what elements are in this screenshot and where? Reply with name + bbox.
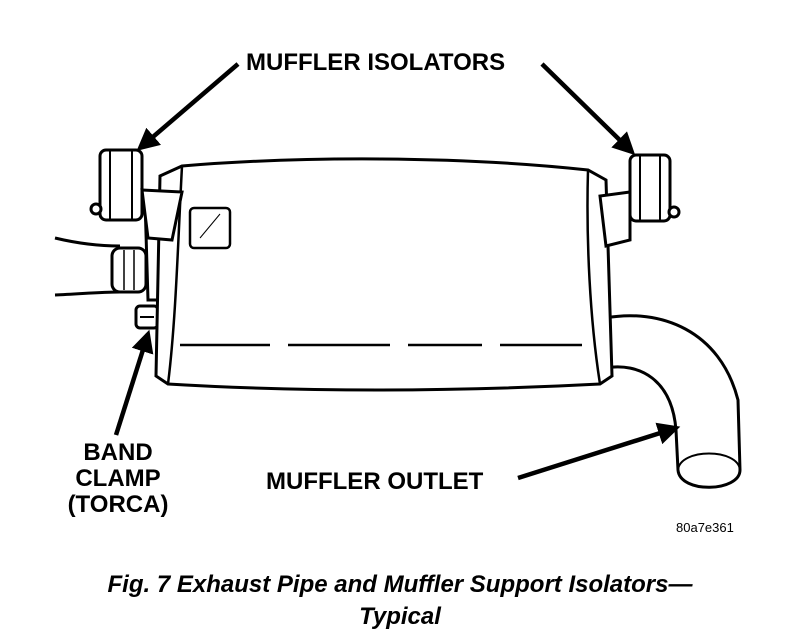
arrow-to-band-clamp [113,329,154,436]
band-clamp-label-line2: CLAMP [75,465,161,492]
caption-line2: Typical [359,603,441,630]
arrow-to-muffler-outlet [517,422,681,481]
band-clamp-label-line3: (TORCA) [67,491,169,518]
muffler-body [154,157,614,392]
figure-caption: Fig. 7 Exhaust Pipe and Muffler Support … [0,569,800,633]
outlet-pipe [604,314,742,489]
inlet-pipe [54,236,148,297]
band-clamp-label-line1: BAND [83,439,153,466]
caption-line1: Fig. 7 Exhaust Pipe and Muffler Support … [107,571,693,598]
arrow-to-right-isolator [540,62,636,156]
figure-code: 80a7e361 [676,520,734,535]
muffler-isolators-label: MUFFLER ISOLATORS [246,49,506,76]
right-isolator [598,153,681,248]
muffler-outlet-label: MUFFLER OUTLET [266,468,484,495]
leader-arrows [113,62,681,481]
band-clamp-label: BAND CLAMP (TORCA) [58,440,178,518]
arrow-to-left-isolator [136,62,240,151]
left-isolator [89,148,184,242]
